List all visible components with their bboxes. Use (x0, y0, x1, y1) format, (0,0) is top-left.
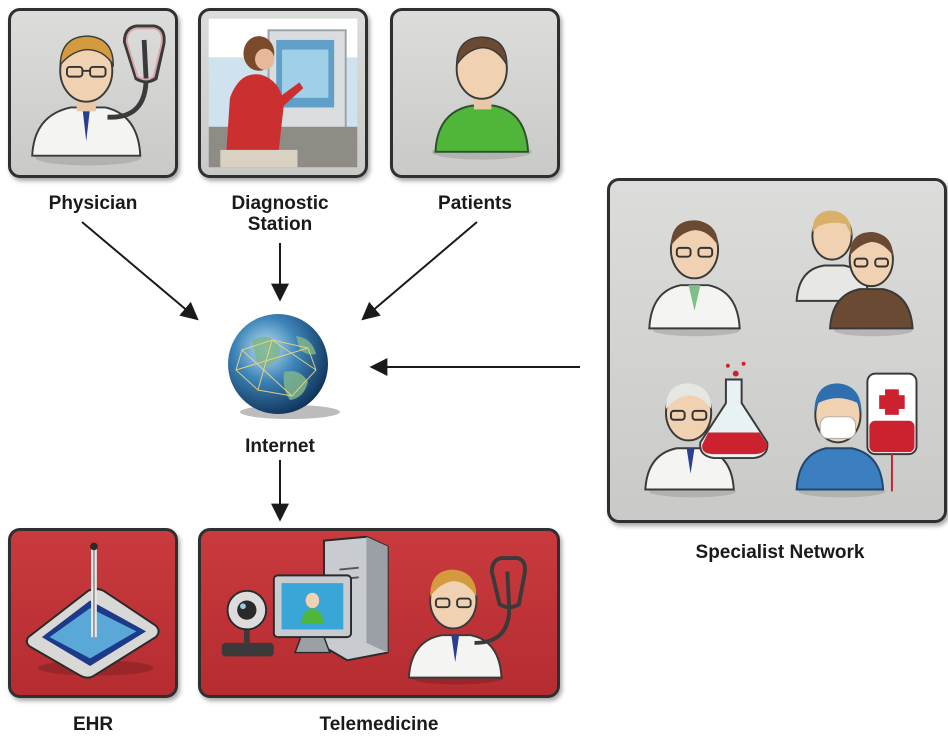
specialist-network-label: Specialist Network (695, 542, 865, 563)
computer-icon (272, 535, 389, 662)
patients-tile (390, 8, 560, 178)
arrow-physician-to-internet (81, 221, 199, 321)
ehr-tile (8, 528, 178, 698)
internet-label: Internet (245, 436, 315, 457)
doctor-with-stethoscope-icon (31, 24, 166, 166)
telemedicine-icons (221, 535, 527, 685)
arrow-patients-to-internet (361, 221, 478, 321)
telemedicine-tile (198, 528, 560, 698)
lab-doctor-flask-icon (644, 361, 769, 498)
surgeon-blood-bag-icon (795, 372, 918, 498)
physician-label: Physician (48, 193, 138, 214)
telemedicine-label: Telemedicine (319, 714, 439, 735)
ehr-label: EHR (72, 714, 114, 735)
diagnostic-station-tile (198, 8, 368, 178)
physician-tile (8, 8, 178, 178)
patients-label: Patients (438, 193, 512, 214)
specialist-network-tile (607, 178, 947, 523)
person-at-kiosk-photo (208, 18, 358, 168)
diagnostic-station-label: Diagnostic Station (231, 193, 329, 235)
doctor-icon (648, 220, 741, 337)
tablet-stylus-icon (25, 542, 160, 679)
doctor-with-stethoscope-icon (407, 556, 527, 685)
doctor-pair-icon (795, 210, 914, 337)
globe-icon (228, 314, 340, 419)
patient-avatar-icon (431, 36, 532, 160)
specialist-network-icons (644, 210, 918, 498)
webcam-icon (221, 589, 274, 657)
internet-node (212, 310, 348, 422)
